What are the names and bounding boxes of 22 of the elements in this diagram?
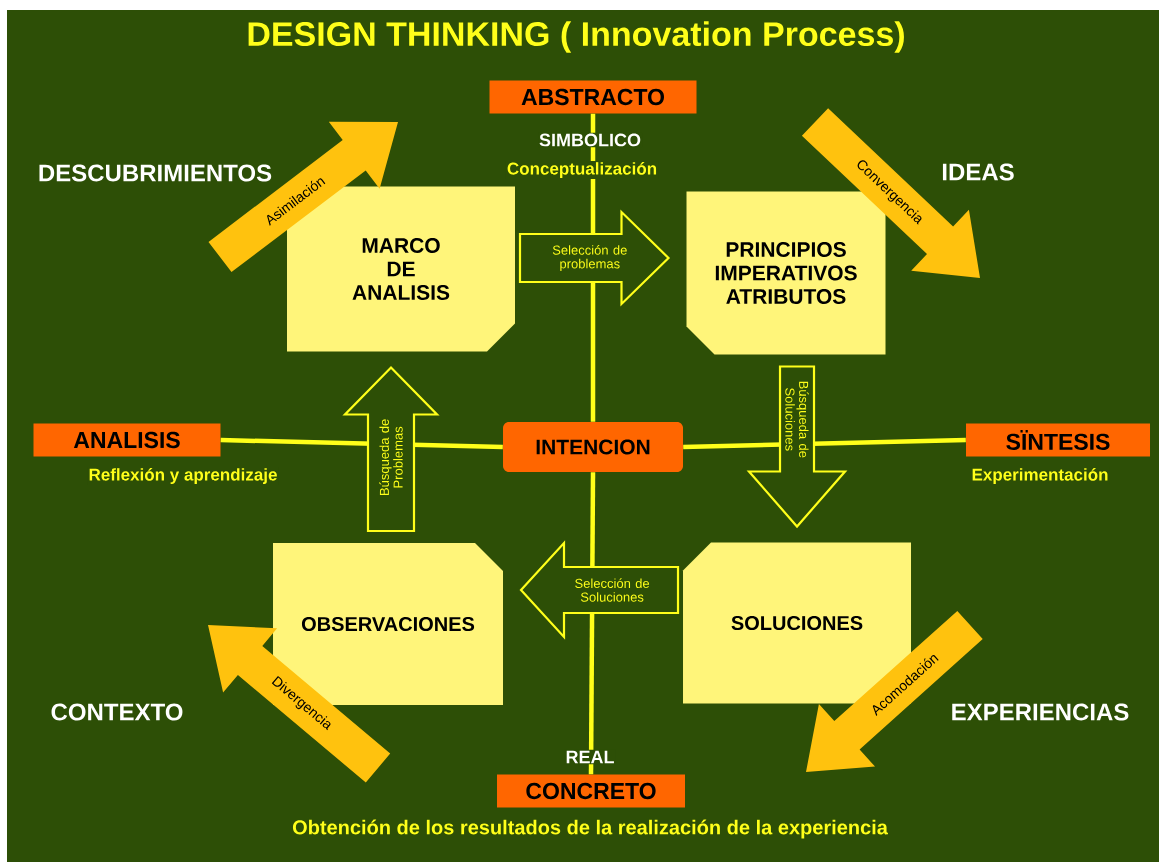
connector-line [683,437,966,450]
label-tag: ANALISIS [33,423,221,457]
title: DESIGN THINKING ( Innovation Process) [248,21,904,53]
label-tag: ABSTRACTO [489,80,697,114]
corner-label: Obtención de los resultados de la realización de la experiencia [292,819,888,839]
label-tag: CONCRETO [497,774,685,808]
edge-label: Selección de Soluciones [575,578,650,602]
edge-label: Selección de problemas [552,245,627,271]
edge-label: Búsqueda de Soluciones [785,381,809,458]
center-box: INTENCION [503,422,683,472]
corner-label: IDEAS [942,163,1014,181]
hollow-arrow [519,540,680,640]
hollow-arrow [746,365,848,529]
edge-label: Búsqueda de Problemas [379,419,403,495]
caption-text: Conceptualización [505,161,659,179]
hollow-arrow [342,365,440,533]
label-tag: SÏNTESIS [966,423,1150,457]
caption-text: Experimentación [970,467,1110,485]
corner-label: CONTEXTO [51,703,183,721]
caption-text: Reflexión y aprendizaje [87,467,279,485]
hollow-arrow [518,209,671,307]
corner-label: EXPERIENCIAS [952,703,1129,721]
